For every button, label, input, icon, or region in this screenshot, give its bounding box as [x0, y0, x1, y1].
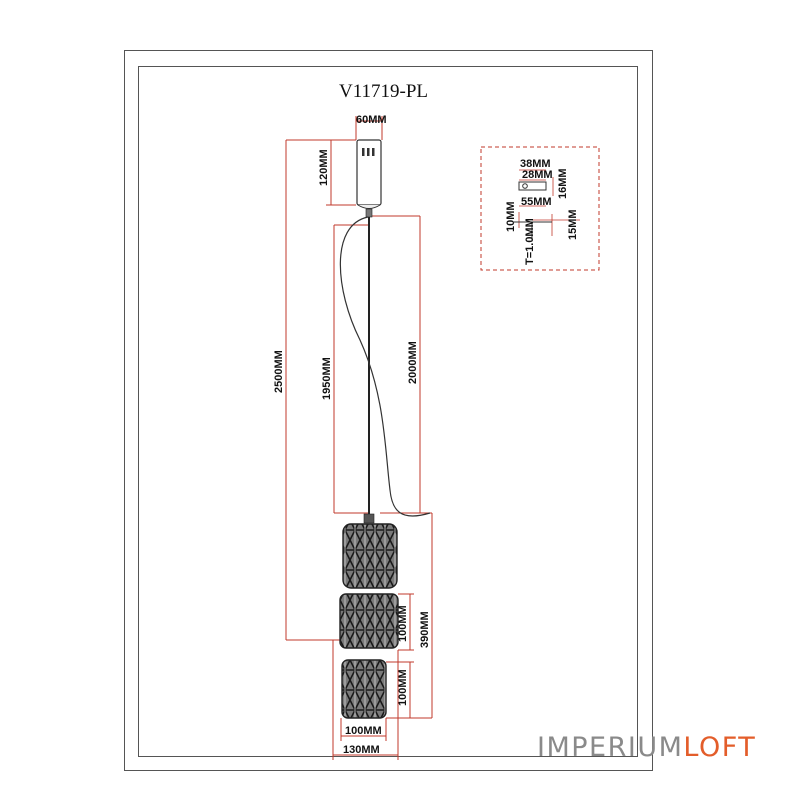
- detail-d5: 10MM: [505, 201, 517, 232]
- watermark-part2: LOFT: [683, 732, 757, 763]
- crystal-shade-middle: [339, 593, 399, 649]
- dim-canopy-height: 120MM: [318, 149, 330, 186]
- dimension-lines: [285, 116, 433, 760]
- detail-d7: 15MM: [567, 209, 579, 240]
- brand-watermark: IMPERIUMLOFT: [537, 732, 756, 763]
- detail-inset-frame: [480, 146, 600, 271]
- detail-dimension-lines: [518, 169, 580, 236]
- drawing-frame-outer: [124, 50, 653, 771]
- crystal-shade-bottom: [341, 659, 387, 719]
- dim-outer-width: 130MM: [343, 744, 380, 756]
- detail-d4: 55MM: [521, 196, 552, 208]
- dim-inner-width: 100MM: [345, 725, 382, 737]
- dim-rod-length: 1950MM: [321, 357, 333, 400]
- dim-module-bottom: 100MM: [397, 669, 409, 706]
- power-cable: [339, 216, 431, 517]
- drawing-frame-inner: [138, 66, 638, 757]
- cable-connector: [363, 513, 375, 524]
- dim-cable-length: 2000MM: [407, 341, 419, 384]
- detail-d3: 16MM: [557, 168, 569, 199]
- dim-shades-height: 390MM: [419, 611, 431, 648]
- model-title: V11719-PL: [339, 81, 428, 102]
- dim-module-mid: 100MM: [397, 605, 409, 642]
- detail-d6: T=1.0MM: [524, 218, 536, 265]
- crystal-shade-top: [342, 523, 398, 589]
- canopy: [356, 139, 382, 218]
- detail-d1: 38MM: [520, 158, 551, 170]
- dim-canopy-width: 60MM: [356, 114, 387, 126]
- dim-total-height: 2500MM: [273, 350, 285, 393]
- detail-d2: 28MM: [522, 169, 553, 181]
- detail-bracket: [514, 181, 552, 240]
- watermark-part1: IMPERIUM: [537, 732, 684, 763]
